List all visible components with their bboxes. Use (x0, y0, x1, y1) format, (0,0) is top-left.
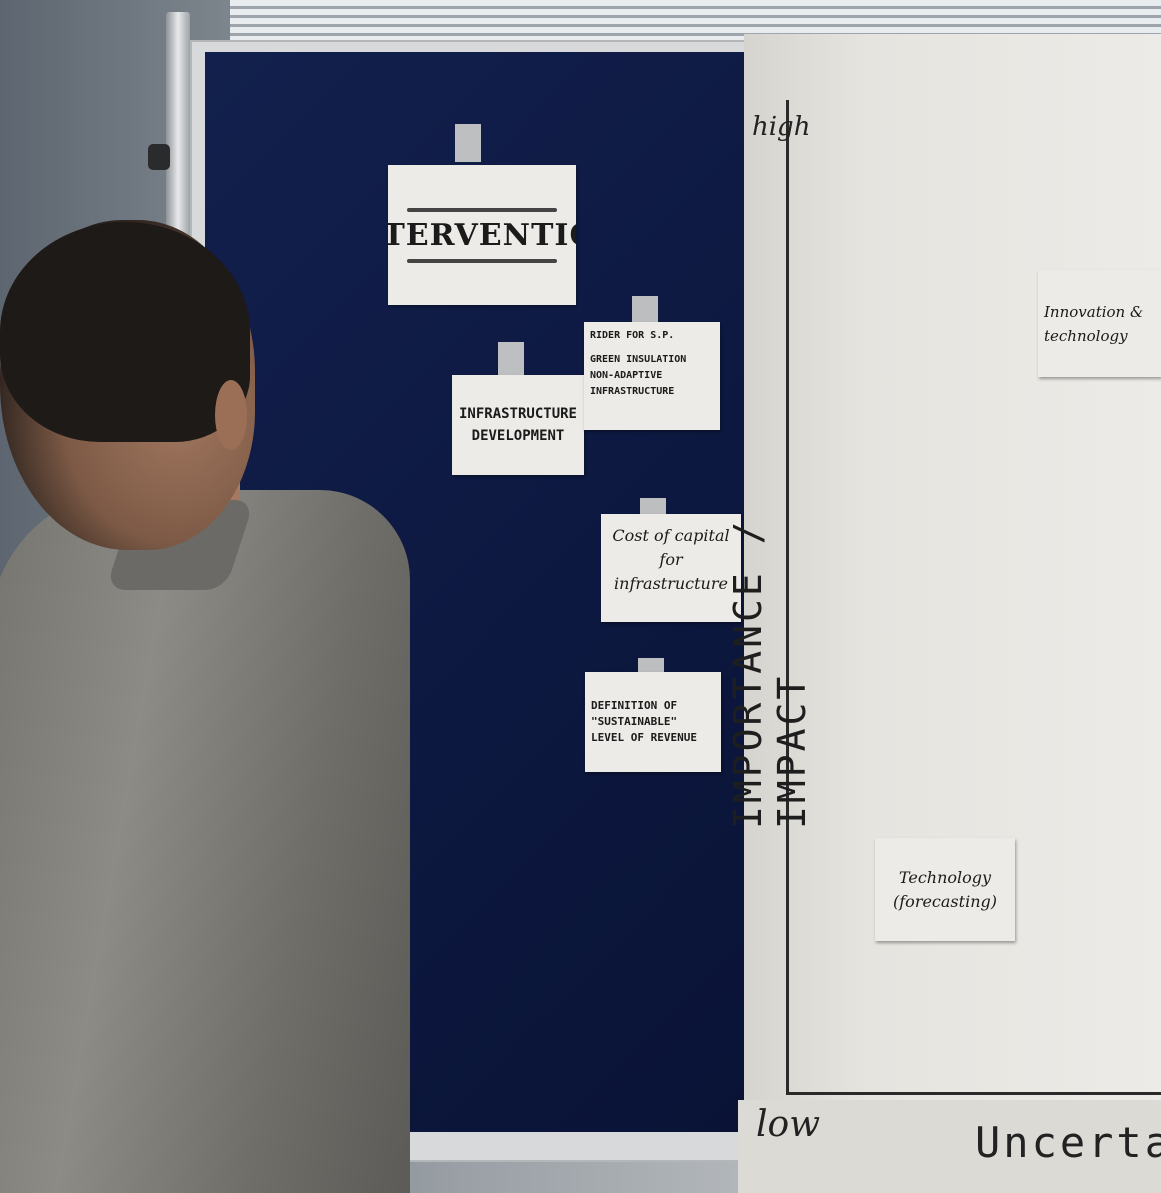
note-text: GREEN INSULATION NON-ADAPTIVE INFRASTRUC… (590, 354, 687, 397)
stand-knob (148, 144, 170, 170)
note-text: INTERVENTION (388, 217, 576, 253)
person-hair (0, 222, 250, 442)
sticky-note-technology-forecasting: Technology (forecasting) (875, 838, 1015, 941)
y-low-label: low (756, 1104, 821, 1145)
sticky-note-infrastructure: INFRASTRUCTURE DEVELOPMENT (452, 375, 584, 475)
note-text: Cost of capital for infrastructure (612, 526, 730, 593)
tape (638, 658, 664, 676)
note-text: INFRASTRUCTURE DEVELOPMENT (458, 406, 577, 444)
sticky-note-definition: DEFINITION OF "SUSTAINABLE" LEVEL OF REV… (585, 672, 721, 772)
note-text: Technology (forecasting) (893, 867, 997, 911)
person-ear (215, 380, 247, 450)
tape (455, 124, 481, 162)
x-axis-label: Uncerta (975, 1118, 1161, 1167)
sticky-note-innovation: Innovation & technology (1038, 270, 1161, 377)
tape (498, 342, 524, 376)
sticky-note-rider: RIDER FOR S.P. GREEN INSULATION NON-ADAP… (584, 322, 720, 430)
y-axis-line (786, 100, 789, 1095)
person-shirt (0, 490, 410, 1193)
y-axis-label: IMPORTANCE / IMPACT (726, 518, 814, 829)
note-text: RIDER FOR S.P. (590, 330, 675, 341)
sticky-note-intervention: INTERVENTION (388, 165, 576, 305)
x-axis-line (786, 1092, 1161, 1095)
note-text: Innovation & technology (1044, 302, 1144, 345)
sticky-note-cost-of-capital: Cost of capital for infrastructure (601, 514, 741, 622)
flipchart-paper (744, 34, 1161, 1193)
underline (407, 207, 557, 212)
paper-bottom (738, 1100, 1161, 1193)
y-high-label: high (752, 112, 811, 142)
note-text: DEFINITION OF "SUSTAINABLE" LEVEL OF REV… (591, 699, 697, 744)
underline (407, 258, 557, 263)
